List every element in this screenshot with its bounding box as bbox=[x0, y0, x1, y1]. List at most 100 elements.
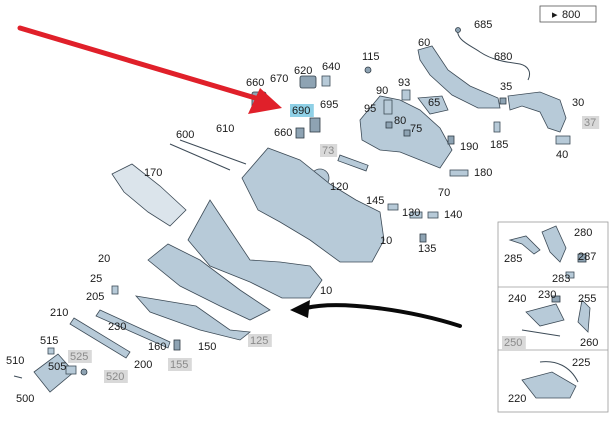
callout-125[interactable]: 125 bbox=[248, 334, 272, 347]
callout-190[interactable]: 190 bbox=[460, 141, 478, 153]
callout-150[interactable]: 150 bbox=[198, 341, 216, 353]
callout-220[interactable]: 220 bbox=[508, 393, 526, 405]
callout-283[interactable]: 283 bbox=[552, 273, 570, 285]
callout-35[interactable]: 35 bbox=[500, 81, 512, 93]
callout-525[interactable]: 525 bbox=[68, 350, 92, 363]
bolt-115 bbox=[364, 66, 372, 74]
callout-610[interactable]: 610 bbox=[216, 123, 234, 135]
callout-685[interactable]: 685 bbox=[474, 19, 492, 31]
wiring-harness-680 bbox=[457, 27, 531, 81]
callout-620[interactable]: 620 bbox=[294, 65, 312, 77]
callout-500[interactable]: 500 bbox=[16, 393, 34, 405]
callout-10a[interactable]: 10 bbox=[380, 235, 392, 247]
lower-grille-20 bbox=[147, 243, 271, 321]
callout-287[interactable]: 287 bbox=[578, 251, 596, 263]
callout-690[interactable]: 690 bbox=[290, 104, 314, 117]
callout-text-260: 260 bbox=[580, 337, 598, 349]
callout-180[interactable]: 180 bbox=[474, 167, 492, 179]
callout-130[interactable]: 130 bbox=[402, 207, 420, 219]
callout-text-75: 75 bbox=[410, 123, 422, 135]
callout-20[interactable]: 20 bbox=[98, 253, 110, 265]
callout-text-685: 685 bbox=[474, 19, 492, 31]
reference-arrow-icon: ▸ bbox=[552, 9, 558, 21]
callout-box-73 bbox=[320, 144, 338, 157]
callout-660b[interactable]: 660 bbox=[274, 127, 292, 139]
callout-600[interactable]: 600 bbox=[176, 129, 194, 141]
callout-65[interactable]: 65 bbox=[428, 97, 440, 109]
callout-670[interactable]: 670 bbox=[270, 73, 288, 85]
callout-230b[interactable]: 230 bbox=[538, 289, 556, 301]
callout-text-205: 205 bbox=[86, 291, 104, 303]
callout-695[interactable]: 695 bbox=[320, 99, 338, 111]
callout-210[interactable]: 210 bbox=[50, 307, 68, 319]
callout-text-135: 135 bbox=[418, 243, 436, 255]
callout-640[interactable]: 640 bbox=[322, 61, 340, 73]
trim-280 bbox=[541, 225, 567, 263]
callout-text-670: 670 bbox=[270, 73, 288, 85]
callout-text-250: 250 bbox=[504, 337, 522, 349]
callout-225[interactable]: 225 bbox=[572, 357, 590, 369]
reference-box[interactable]: ▸ 800 bbox=[539, 5, 597, 23]
callout-text-20: 20 bbox=[98, 253, 110, 265]
callout-text-90: 90 bbox=[376, 85, 388, 97]
callout-70[interactable]: 70 bbox=[438, 187, 450, 199]
callout-515[interactable]: 515 bbox=[40, 335, 58, 347]
callout-text-145: 145 bbox=[366, 195, 384, 207]
callout-155[interactable]: 155 bbox=[168, 358, 192, 371]
callout-30[interactable]: 30 bbox=[572, 97, 584, 109]
callout-185[interactable]: 185 bbox=[490, 139, 508, 151]
callout-170[interactable]: 170 bbox=[144, 167, 162, 179]
callout-text-115: 115 bbox=[362, 51, 380, 63]
callout-90[interactable]: 90 bbox=[376, 85, 388, 97]
callout-text-140: 140 bbox=[444, 209, 462, 221]
callout-285[interactable]: 285 bbox=[504, 253, 522, 265]
callout-520[interactable]: 520 bbox=[104, 370, 128, 383]
callout-text-160: 160 bbox=[148, 341, 166, 353]
callout-text-25: 25 bbox=[90, 273, 102, 285]
callout-280[interactable]: 280 bbox=[574, 227, 592, 239]
callout-text-40: 40 bbox=[556, 149, 568, 161]
callout-205[interactable]: 205 bbox=[86, 291, 104, 303]
callout-660[interactable]: 660 bbox=[246, 77, 264, 89]
callout-10b[interactable]: 10 bbox=[320, 285, 332, 297]
callout-240[interactable]: 240 bbox=[508, 293, 526, 305]
callout-text-37: 37 bbox=[584, 117, 596, 129]
callout-505[interactable]: 505 bbox=[48, 361, 66, 373]
callout-255[interactable]: 255 bbox=[578, 293, 596, 305]
callout-text-680: 680 bbox=[494, 51, 512, 63]
callout-260[interactable]: 260 bbox=[580, 337, 598, 349]
callout-230a[interactable]: 230 bbox=[108, 321, 126, 333]
part-185 bbox=[493, 121, 501, 133]
callout-93[interactable]: 93 bbox=[398, 77, 410, 89]
callout-box-125 bbox=[248, 334, 272, 347]
part-145 bbox=[387, 203, 399, 211]
callout-120[interactable]: 120 bbox=[330, 181, 348, 193]
callout-text-120: 120 bbox=[330, 181, 348, 193]
callout-73[interactable]: 73 bbox=[320, 144, 338, 157]
callout-95[interactable]: 95 bbox=[364, 103, 376, 115]
callout-135[interactable]: 135 bbox=[418, 243, 436, 255]
callout-60[interactable]: 60 bbox=[418, 37, 430, 49]
callout-80[interactable]: 80 bbox=[394, 115, 406, 127]
callout-text-230b: 230 bbox=[538, 289, 556, 301]
callout-200[interactable]: 200 bbox=[134, 359, 152, 371]
sensor-93 bbox=[401, 89, 411, 101]
callout-40[interactable]: 40 bbox=[556, 149, 568, 161]
callout-115[interactable]: 115 bbox=[362, 51, 380, 63]
callout-25[interactable]: 25 bbox=[90, 273, 102, 285]
callout-text-660: 660 bbox=[246, 77, 264, 89]
clip-75 bbox=[403, 129, 411, 137]
callout-160[interactable]: 160 bbox=[148, 341, 166, 353]
callout-145[interactable]: 145 bbox=[366, 195, 384, 207]
callout-140[interactable]: 140 bbox=[444, 209, 462, 221]
callout-text-170: 170 bbox=[144, 167, 162, 179]
callout-680[interactable]: 680 bbox=[494, 51, 512, 63]
callout-text-30: 30 bbox=[572, 97, 584, 109]
callout-37[interactable]: 37 bbox=[582, 116, 600, 129]
callout-text-280: 280 bbox=[574, 227, 592, 239]
callout-75[interactable]: 75 bbox=[410, 123, 422, 135]
callout-text-35: 35 bbox=[500, 81, 512, 93]
callout-510[interactable]: 510 bbox=[6, 355, 24, 367]
callout-250[interactable]: 250 bbox=[502, 336, 526, 349]
red-arrow bbox=[17, 25, 282, 114]
